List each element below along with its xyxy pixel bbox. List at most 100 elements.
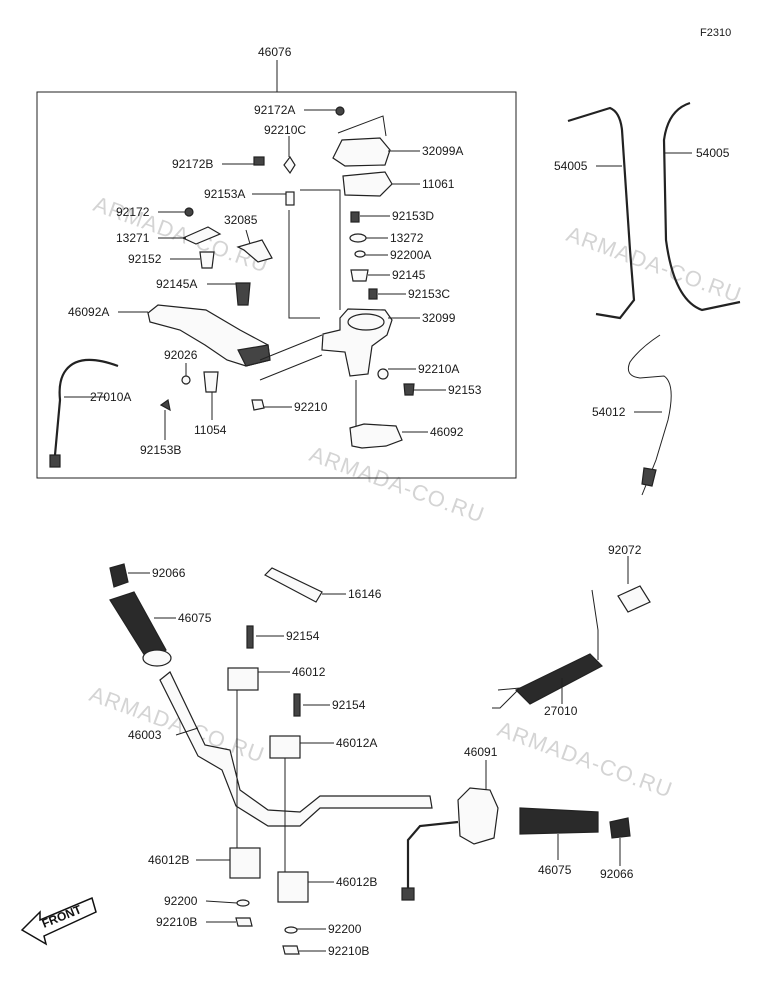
watermark-2: ARMADA-CO.RU [563,221,745,308]
clamp-46012b-right [277,871,309,903]
bolt-92154-b [293,693,301,717]
label-92154-a: 92154 [286,629,320,643]
bolt-92154-a [246,625,254,649]
watermark-3: ARMADA-CO.RU [306,441,488,528]
label-54005-a: 54005 [554,159,588,173]
label-92153D: 92153D [392,209,434,223]
assembly-line-4 [259,354,323,381]
cap-assembly-lines [337,115,387,137]
washer-92200-a [236,899,250,907]
label-92154-b: 92154 [332,698,366,712]
throttle-bracket-27010 [492,687,522,709]
grip-46075-left [109,591,167,665]
switch-46091-connector [401,887,415,901]
label-16146: 16146 [348,587,382,601]
label-32085: 32085 [224,213,258,227]
label-46092: 46092 [430,425,464,439]
diaphragm-part [342,171,393,197]
cable-54005-left [567,106,636,320]
label-92145: 92145 [392,268,426,282]
clamp-46012b-left [229,847,261,879]
nut-92210b-b [282,945,300,955]
reservoir-cap-part [332,137,391,167]
label-46012B-b: 46012B [336,875,377,889]
label-92153: 92153 [448,383,482,397]
collar-92026 [181,375,191,385]
label-46092A: 46092A [68,305,109,319]
label-46003: 46003 [128,728,162,742]
switch-wire-27010a [53,358,119,456]
label-92210A: 92210A [418,362,459,376]
pipe-16146 [264,567,323,603]
label-27010: 27010 [544,704,578,718]
screw-92172a [335,106,345,116]
label-92153B: 92153B [140,443,181,457]
label-32099A: 32099A [422,144,463,158]
handlebar-assembly [109,563,651,955]
grip-46075-right [519,807,599,835]
front-arrow: FRONT [20,896,97,946]
front-arrow-shape [20,896,97,946]
lever-46092 [349,423,403,449]
assembly-line-3 [259,334,323,361]
screw-92172b [253,156,265,166]
label-54012: 54012 [592,405,626,419]
label-46012B-a: 46012B [148,853,189,867]
label-92200-b: 92200 [328,922,362,936]
label-11061: 11061 [422,177,455,191]
bolt-92153b [159,398,171,412]
lever-pivot-block [237,344,271,367]
bolt-92153c [368,288,378,300]
label-27010A: 27010A [90,390,131,404]
washer-92210c [283,155,296,175]
label-92172A: 92172A [254,103,295,117]
plate-13272 [349,233,367,243]
label-92210: 92210 [294,400,328,414]
label-54005-b: 54005 [696,146,730,160]
label-13271: 13271 [116,231,150,245]
throttle-wire-27010 [591,589,599,660]
label-46012: 46012 [292,665,326,679]
bracket-11054 [203,371,219,393]
label-11054: 11054 [194,423,227,437]
label-92072: 92072 [608,543,642,557]
leader-lines [64,109,692,952]
boot-92145a [235,282,251,306]
cable-54005-right [662,101,741,312]
label-92145A: 92145A [156,277,197,291]
connector-27010a [49,454,61,468]
label-92200A: 92200A [390,248,431,262]
handlebar-46003 [159,671,433,827]
cover-32085 [236,239,273,263]
assembly-line-2 [288,210,320,319]
label-92152: 92152 [128,252,162,266]
reservoir-opening [347,313,385,331]
label-92210B-b: 92210B [328,944,369,958]
label-92200-a: 92200 [164,894,198,908]
switch-housing-46091 [457,787,499,845]
label-46075-b: 46075 [538,863,572,877]
nut-92210b-a [235,917,253,927]
throttle-cables [567,101,741,496]
label-92153A: 92153A [204,187,245,201]
watermark-5: ARMADA-CO.RU [494,716,676,803]
cap-92152 [199,251,215,269]
label-92066-b: 92066 [600,867,634,881]
nut-92210 [251,399,265,411]
bolt-92153 [403,383,415,396]
label-46075-a: 46075 [178,611,212,625]
bar-end-92066-right [609,817,631,839]
washer-92200-b [284,926,298,934]
label-32099: 32099 [422,311,456,325]
bolt-92153d [350,211,360,223]
washer-92210a [377,368,389,380]
label-92172B: 92172B [172,157,213,171]
grip-end-left [142,649,172,667]
cable-54012-adjuster [641,467,657,487]
cable-54012 [627,334,672,496]
label-92066-a: 92066 [152,566,186,580]
label-92172: 92172 [116,205,150,219]
part-labels: 92172A 92210C 32099A 92172B 11061 92153A… [68,103,730,958]
bolt-92153a [285,191,295,206]
